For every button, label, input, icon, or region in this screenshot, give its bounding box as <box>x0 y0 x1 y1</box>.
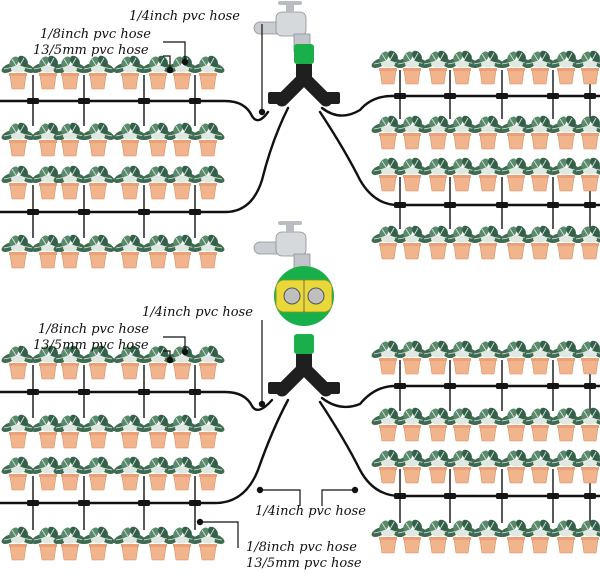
potted-plant <box>0 120 37 157</box>
pointer-dot <box>351 486 359 494</box>
potted-plant <box>0 163 37 200</box>
label-mid-eighth-hose: 1/8inch pvc hose <box>38 322 149 337</box>
faucet-icon <box>253 221 311 273</box>
main-hose <box>318 400 600 498</box>
pointer-line <box>200 521 239 548</box>
potted-plant <box>571 223 600 260</box>
label-top-mm-hose: 13/5mm pvc hose <box>33 43 149 58</box>
potted-plant <box>79 524 117 561</box>
pointer-line <box>163 41 186 62</box>
label-mid-quarter-hose: 1/4inch pvc hose <box>142 305 253 320</box>
potted-plant <box>571 447 600 484</box>
potted-plant <box>571 338 600 375</box>
potted-plant <box>571 113 600 150</box>
faucets-and-connectors <box>253 1 340 397</box>
main-hose <box>320 94 600 117</box>
main-hose <box>0 99 270 122</box>
potted-plant <box>0 454 37 491</box>
pointer-dot <box>258 400 266 408</box>
pointer-dot <box>181 348 189 356</box>
potted-plant <box>0 53 37 90</box>
potted-plant <box>0 343 37 380</box>
label-bottom-mm-hose: 13/5mm pvc hose <box>246 556 362 571</box>
pointer-line <box>260 489 301 506</box>
pointer-dot <box>181 58 189 66</box>
potted-plant <box>189 412 227 449</box>
potted-plant <box>571 48 600 85</box>
main-hose <box>0 106 290 214</box>
potted-plant <box>571 405 600 442</box>
y-connector <box>268 334 340 397</box>
y-connector <box>268 44 340 107</box>
potted-plant <box>0 412 37 449</box>
pointer-dot <box>166 356 174 364</box>
label-top-eighth-hose: 1/8inch pvc hose <box>40 27 151 42</box>
label-top-quarter-hose: 1/4inch pvc hose <box>129 9 240 24</box>
potted-plant <box>571 517 600 554</box>
potted-plant <box>0 232 37 269</box>
potted-plant <box>79 454 117 491</box>
pointer-dot <box>166 66 174 74</box>
potted-plant <box>79 163 117 200</box>
label-mid-mm-hose: 13/5mm pvc hose <box>33 338 149 353</box>
pointer-line <box>163 55 171 70</box>
pointer-dot <box>196 518 204 526</box>
label-bottom-quarter-hose: 1/4inch pvc hose <box>255 504 366 519</box>
potted-plant <box>571 155 600 192</box>
potted-plant <box>189 120 227 157</box>
potted-plant <box>0 524 37 561</box>
potted-plant <box>189 232 227 269</box>
potted-plant <box>79 53 117 90</box>
pointer-dot <box>256 486 264 494</box>
label-bottom-eighth-hose: 1/8inch pvc hose <box>246 540 357 555</box>
main-hose <box>0 390 274 412</box>
pointer-line <box>321 489 355 506</box>
main-hose <box>320 384 600 409</box>
potted-plant <box>189 524 227 561</box>
main-hose <box>0 398 290 505</box>
faucet-icon <box>253 1 311 53</box>
potted-plant <box>79 232 117 269</box>
potted-plant <box>79 120 117 157</box>
label-pointers <box>163 24 359 548</box>
main-hose <box>318 110 600 207</box>
pointer-dot <box>258 108 266 116</box>
water-timer-icon <box>274 266 334 326</box>
potted-plant <box>79 412 117 449</box>
pointer-line <box>163 336 186 352</box>
